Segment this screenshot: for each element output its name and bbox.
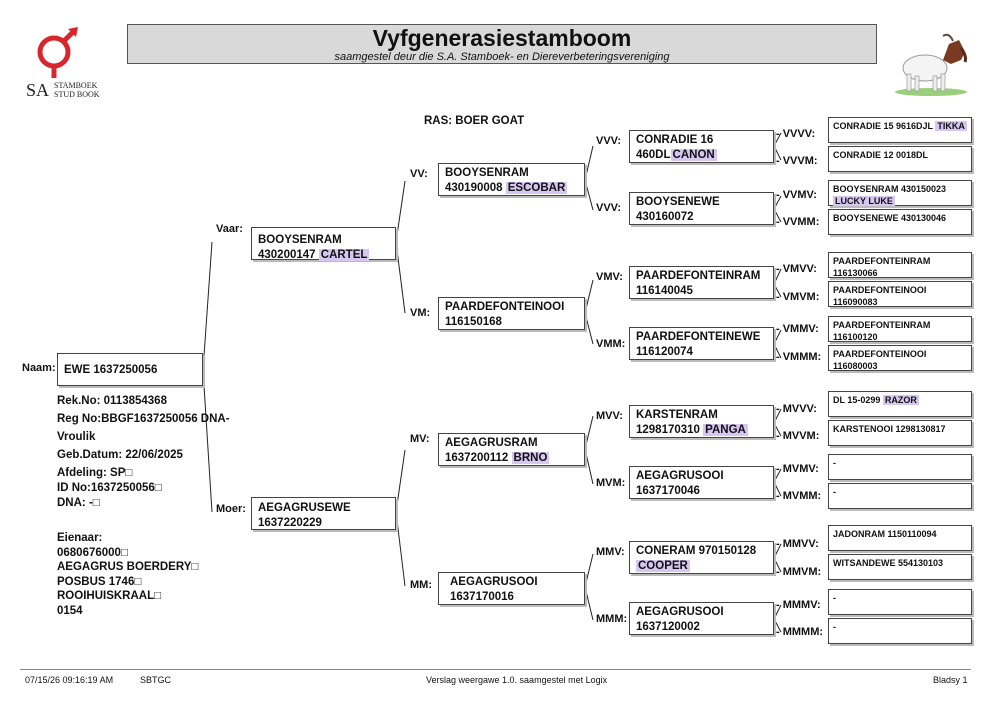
mmvm-label: - MMVM: (776, 566, 822, 578)
vmvm-box[interactable]: PAARDEFONTEINOOI 116090083 (828, 281, 972, 307)
owner-town: ROOIHUISKRAAL□ (57, 590, 162, 602)
dam-box[interactable]: AEGAGRUSEWE 1637220229 (251, 497, 396, 530)
subject-name-box[interactable]: EWE 1637250056 (57, 353, 203, 386)
mmmv-box[interactable]: - (828, 589, 972, 615)
mvmm-label: - MVMM: (776, 490, 822, 502)
mvvm-box[interactable]: KARSTENOOI 1298130817 (828, 420, 972, 446)
mmmm-label: - MMMM: (776, 626, 824, 638)
mvv-label: MVV: (596, 410, 623, 422)
mmvv-label: - MMVV: (776, 538, 819, 550)
footer-code: SBTGC (140, 675, 172, 685)
owner-name: AEGAGRUS BOERDERY□ (57, 561, 199, 573)
logo-wordmark: STAMBOEK STUD BOOK (54, 81, 100, 99)
sire-tag: CARTEL (318, 249, 370, 261)
footer-datetime: 07/15/26 09:16:19 AM (25, 675, 114, 685)
vvmm-label: - VVMM: (776, 216, 820, 228)
owner-postbox: POSBUS 1746□ (57, 575, 142, 588)
mmvv-box[interactable]: JADONRAM 1150110094 (828, 525, 972, 551)
subject-name: EWE 1637250056 (64, 364, 158, 376)
mvvv-box[interactable]: DL 15-0299 RAZOR (828, 391, 972, 417)
footer-page-number: Bladsy 1 (933, 675, 968, 685)
subject-id-no: ID No:1637250056□ (57, 482, 162, 494)
vvmv-label: - VVMV: (776, 189, 817, 201)
boer-goat-illustration (891, 30, 971, 96)
vvvm-label: - VVVM: (776, 155, 818, 167)
vvvv-box[interactable]: CONRADIE 15 9616DJL TIKKA (828, 117, 972, 143)
vvmv-box[interactable]: BOOYSENRAM 430150023 LUCKY LUKE (828, 180, 972, 206)
mmmv-label: - MMMV: (776, 599, 821, 611)
subject-section: Afdeling: SP□ (57, 467, 133, 479)
vvvm-box[interactable]: CONRADIE 12 0018DL (828, 146, 972, 172)
mvv-box[interactable]: KARSTENRAM 1298170310 PANGA (629, 405, 774, 438)
mmv-label: MMV: (596, 546, 625, 558)
mm-label: MM: (410, 579, 432, 591)
vmvv-label: - VMVV: (776, 263, 817, 275)
sire-label: Vaar: (216, 223, 243, 235)
vmm-label: VMM: (596, 338, 626, 350)
vvmm-box[interactable]: BOOYSENEWE 430130046 (828, 209, 972, 235)
vmv-label: VMV: (596, 271, 623, 283)
subject-reg-no: Reg No:BBGF1637250056 DNA- (57, 413, 230, 425)
vmmm-label: - VMMM: (776, 351, 822, 363)
stud-book-logo: SA STAMBOEK STUD BOOK (24, 26, 104, 100)
owner-number: 0680676000□ (57, 546, 128, 559)
footer-report-version: Verslag weergawe 1.0. saamgestel met Log… (426, 675, 608, 685)
vmv-box[interactable]: PAARDEFONTEINRAM 116140045 (629, 266, 774, 299)
vmvm-label: - VMVM: (776, 291, 820, 303)
subject-birth-date: Geb.Datum: 22/06/2025 (57, 449, 183, 461)
vmm-box[interactable]: PAARDEFONTEINEWE 116120074 (629, 327, 774, 360)
mvvm-label: - MVVM: (776, 430, 820, 442)
document-title: Vyfgenerasiestamboom (372, 25, 632, 51)
vv-label: VV: (410, 168, 428, 180)
mvmv-box[interactable]: - (828, 454, 972, 480)
mv-box[interactable]: AEGAGRUSRAM 1637200112 BRNO (438, 433, 585, 466)
owner-heading: Eienaar: (57, 532, 103, 544)
subject-dna: DNA: -□ (57, 497, 100, 509)
mmmm-box[interactable]: - (828, 618, 972, 644)
vvm-box[interactable]: BOOYSENEWE 430160072 (629, 192, 774, 225)
mvm-box[interactable]: AEGAGRUSOOI 1637170046 (629, 466, 774, 499)
mmvm-box[interactable]: WITSANDEWE 554130103 (828, 554, 972, 580)
breed-label: RAS: BOER GOAT (424, 115, 525, 127)
subject-name-label: Naam: (22, 362, 56, 374)
document-subtitle: saamgestel deur die S.A. Stamboek- en Di… (334, 51, 670, 63)
mvvv-label: - MVVV: (776, 403, 817, 415)
subject-sex: Vroulik (57, 431, 96, 443)
mv-label: MV: (410, 433, 430, 445)
owner-details: Eienaar: 0680676000□ AEGAGRUS BOERDERY□ … (57, 531, 198, 618)
mm-box[interactable]: AEGAGRUSOOI 1637170016 (438, 572, 585, 605)
vvv-label: VVV: (596, 135, 622, 147)
subject-account-no: Rek.No: 0113854368 (57, 395, 167, 407)
vmmm-box[interactable]: PAARDEFONTEINOOI 116080003 (828, 345, 972, 371)
vmmv-box[interactable]: PAARDEFONTEINRAM 116100120 (828, 316, 972, 342)
dam-label: Moer: (216, 503, 246, 515)
mmv-box[interactable]: CONERAM 970150128 COOPER (629, 541, 774, 574)
vm-label: VM: (410, 307, 431, 319)
mvmv-label: - MVMV: (776, 463, 819, 475)
logo-letters: SA (26, 80, 50, 100)
footer-divider (20, 669, 971, 670)
sire-box[interactable]: BOOYSENRAM 430200147 CARTEL (251, 227, 396, 261)
logo-mark-icon (37, 27, 78, 78)
document-header: Vyfgenerasiestamboom saamgestel deur die… (127, 24, 877, 64)
vvm-label: VVV: (596, 202, 622, 214)
mvm-label: MVM: (596, 477, 626, 489)
mvmm-box[interactable]: - (828, 483, 972, 509)
vmvv-box[interactable]: PAARDEFONTEINRAM 116130066 (828, 252, 972, 278)
mmm-label: MMM: (596, 613, 628, 625)
subject-details: Rek.No: 0113854368 Reg No:BBGF1637250056… (57, 392, 230, 512)
vv-box[interactable]: BOOYSENRAM 430190008 ESCOBAR (438, 163, 585, 196)
vm-box[interactable]: PAARDEFONTEINOOI 116150168 (438, 297, 585, 330)
vvvv-label: - VVVV: (776, 128, 816, 140)
owner-postcode: 0154 (57, 604, 83, 617)
vmmv-label: - VMMV: (776, 323, 819, 335)
mmm-box[interactable]: AEGAGRUSOOI 1637120002 (629, 602, 774, 635)
